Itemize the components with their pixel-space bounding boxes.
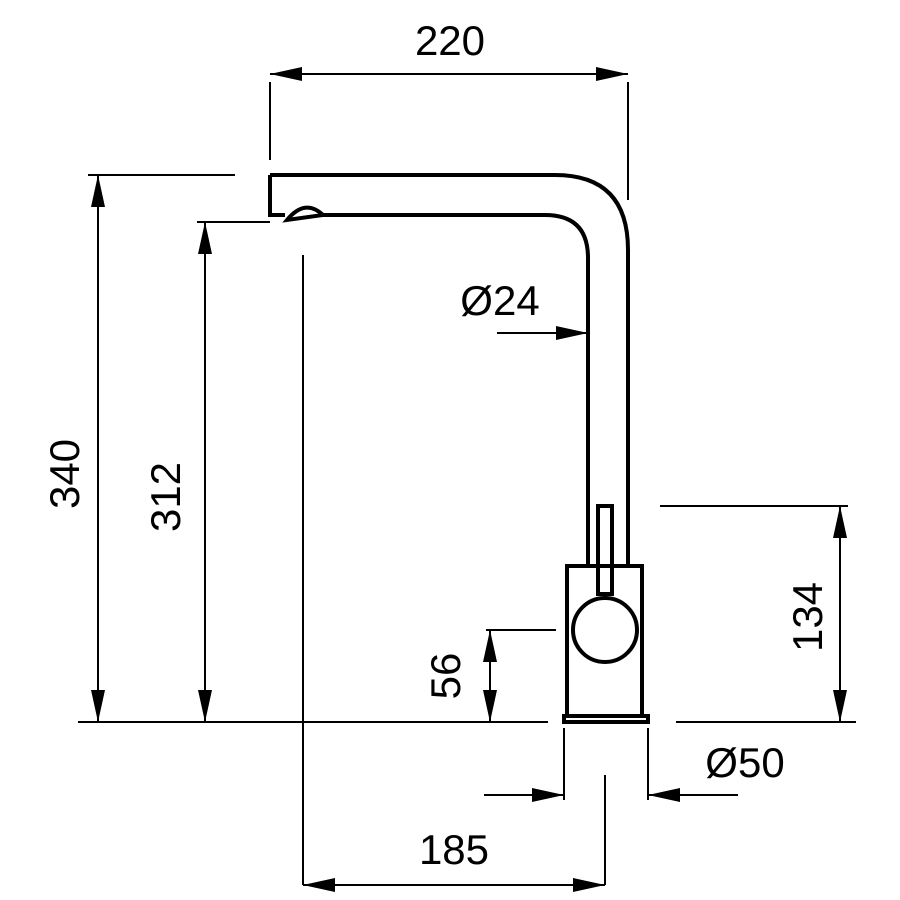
label-185: 185 xyxy=(419,826,489,873)
dimension-312: 312 xyxy=(142,222,212,722)
spout-inner-edge xyxy=(323,213,590,566)
faucet-outline xyxy=(268,173,650,724)
spout-outer-edge xyxy=(270,173,630,566)
dimension-185: 185 xyxy=(303,826,605,892)
base-plate xyxy=(562,714,650,724)
dimension-340: 340 xyxy=(41,175,105,722)
label-220: 220 xyxy=(415,17,485,64)
label-diameter-24: Ø24 xyxy=(460,277,539,324)
lever-handle xyxy=(596,504,614,596)
dimension-134: 134 xyxy=(784,506,847,722)
aerator xyxy=(282,205,328,223)
dimension-220: 220 xyxy=(270,17,628,81)
extension-lines xyxy=(78,82,856,885)
label-134: 134 xyxy=(784,582,831,652)
dimension-56: 56 xyxy=(422,630,497,722)
spout-tip xyxy=(268,175,285,217)
dimension-diameter-50: Ø50 xyxy=(484,739,785,802)
dimension-diameter-24: Ø24 xyxy=(460,277,588,340)
label-340: 340 xyxy=(41,439,88,509)
lever-knob xyxy=(571,596,639,664)
label-56: 56 xyxy=(422,653,469,700)
label-diameter-50: Ø50 xyxy=(705,739,784,786)
valve-body xyxy=(565,564,644,718)
label-312: 312 xyxy=(142,462,189,532)
